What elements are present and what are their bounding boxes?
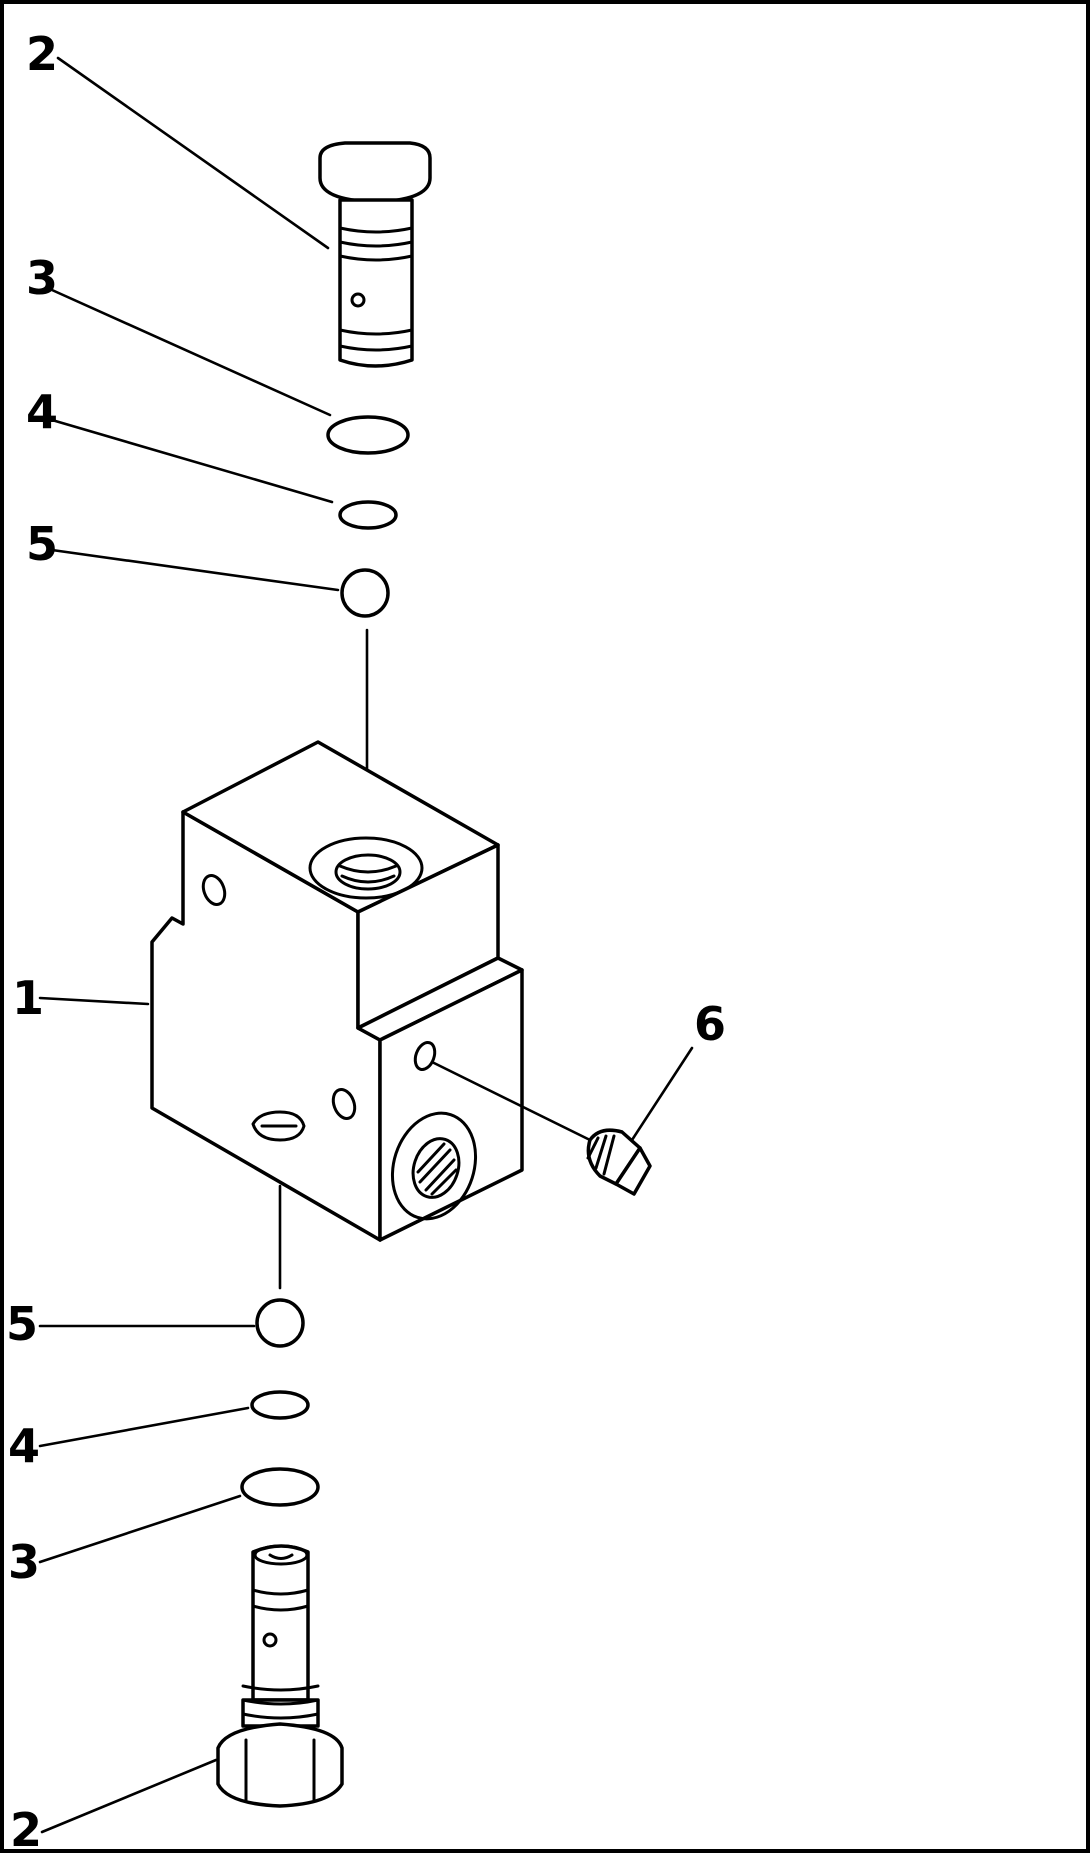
part-6-plug bbox=[586, 1128, 652, 1196]
part-5-bottom-ball bbox=[255, 1298, 305, 1348]
callout-4-top: 4 bbox=[26, 385, 58, 439]
callout-2-bottom: 2 bbox=[10, 1803, 42, 1853]
callout-4-bottom: 4 bbox=[8, 1419, 40, 1473]
callout-2-top: 2 bbox=[26, 27, 58, 81]
leader-3-top bbox=[50, 288, 332, 417]
leader-4-bottom bbox=[38, 1406, 250, 1448]
part-5-top-ball bbox=[340, 568, 390, 618]
leader-3-bottom bbox=[38, 1494, 242, 1564]
part-2-bottom-plug bbox=[216, 1544, 344, 1808]
leader-6 bbox=[630, 1046, 694, 1142]
leader-2-bottom bbox=[40, 1758, 218, 1834]
callout-5-bottom: 5 bbox=[6, 1297, 38, 1351]
leader-1 bbox=[38, 996, 150, 1006]
leader-4-top bbox=[50, 418, 334, 504]
callout-1: 1 bbox=[12, 971, 44, 1025]
callout-5-top: 5 bbox=[26, 517, 58, 571]
part-2-top-plug bbox=[318, 141, 432, 368]
callout-3-top: 3 bbox=[26, 251, 58, 305]
part-3-top-oring bbox=[326, 415, 410, 455]
callout-6: 6 bbox=[694, 997, 726, 1051]
leader-5-top bbox=[50, 548, 340, 592]
part-4-top-oring bbox=[338, 500, 398, 530]
callout-3-bottom: 3 bbox=[8, 1535, 40, 1589]
part-4-bottom-oring bbox=[250, 1390, 310, 1420]
part-3-bottom-oring bbox=[240, 1467, 320, 1507]
leader-2-top bbox=[56, 56, 330, 250]
part-1-valve-block bbox=[150, 740, 524, 1242]
center-line-part-6 bbox=[430, 1060, 592, 1142]
